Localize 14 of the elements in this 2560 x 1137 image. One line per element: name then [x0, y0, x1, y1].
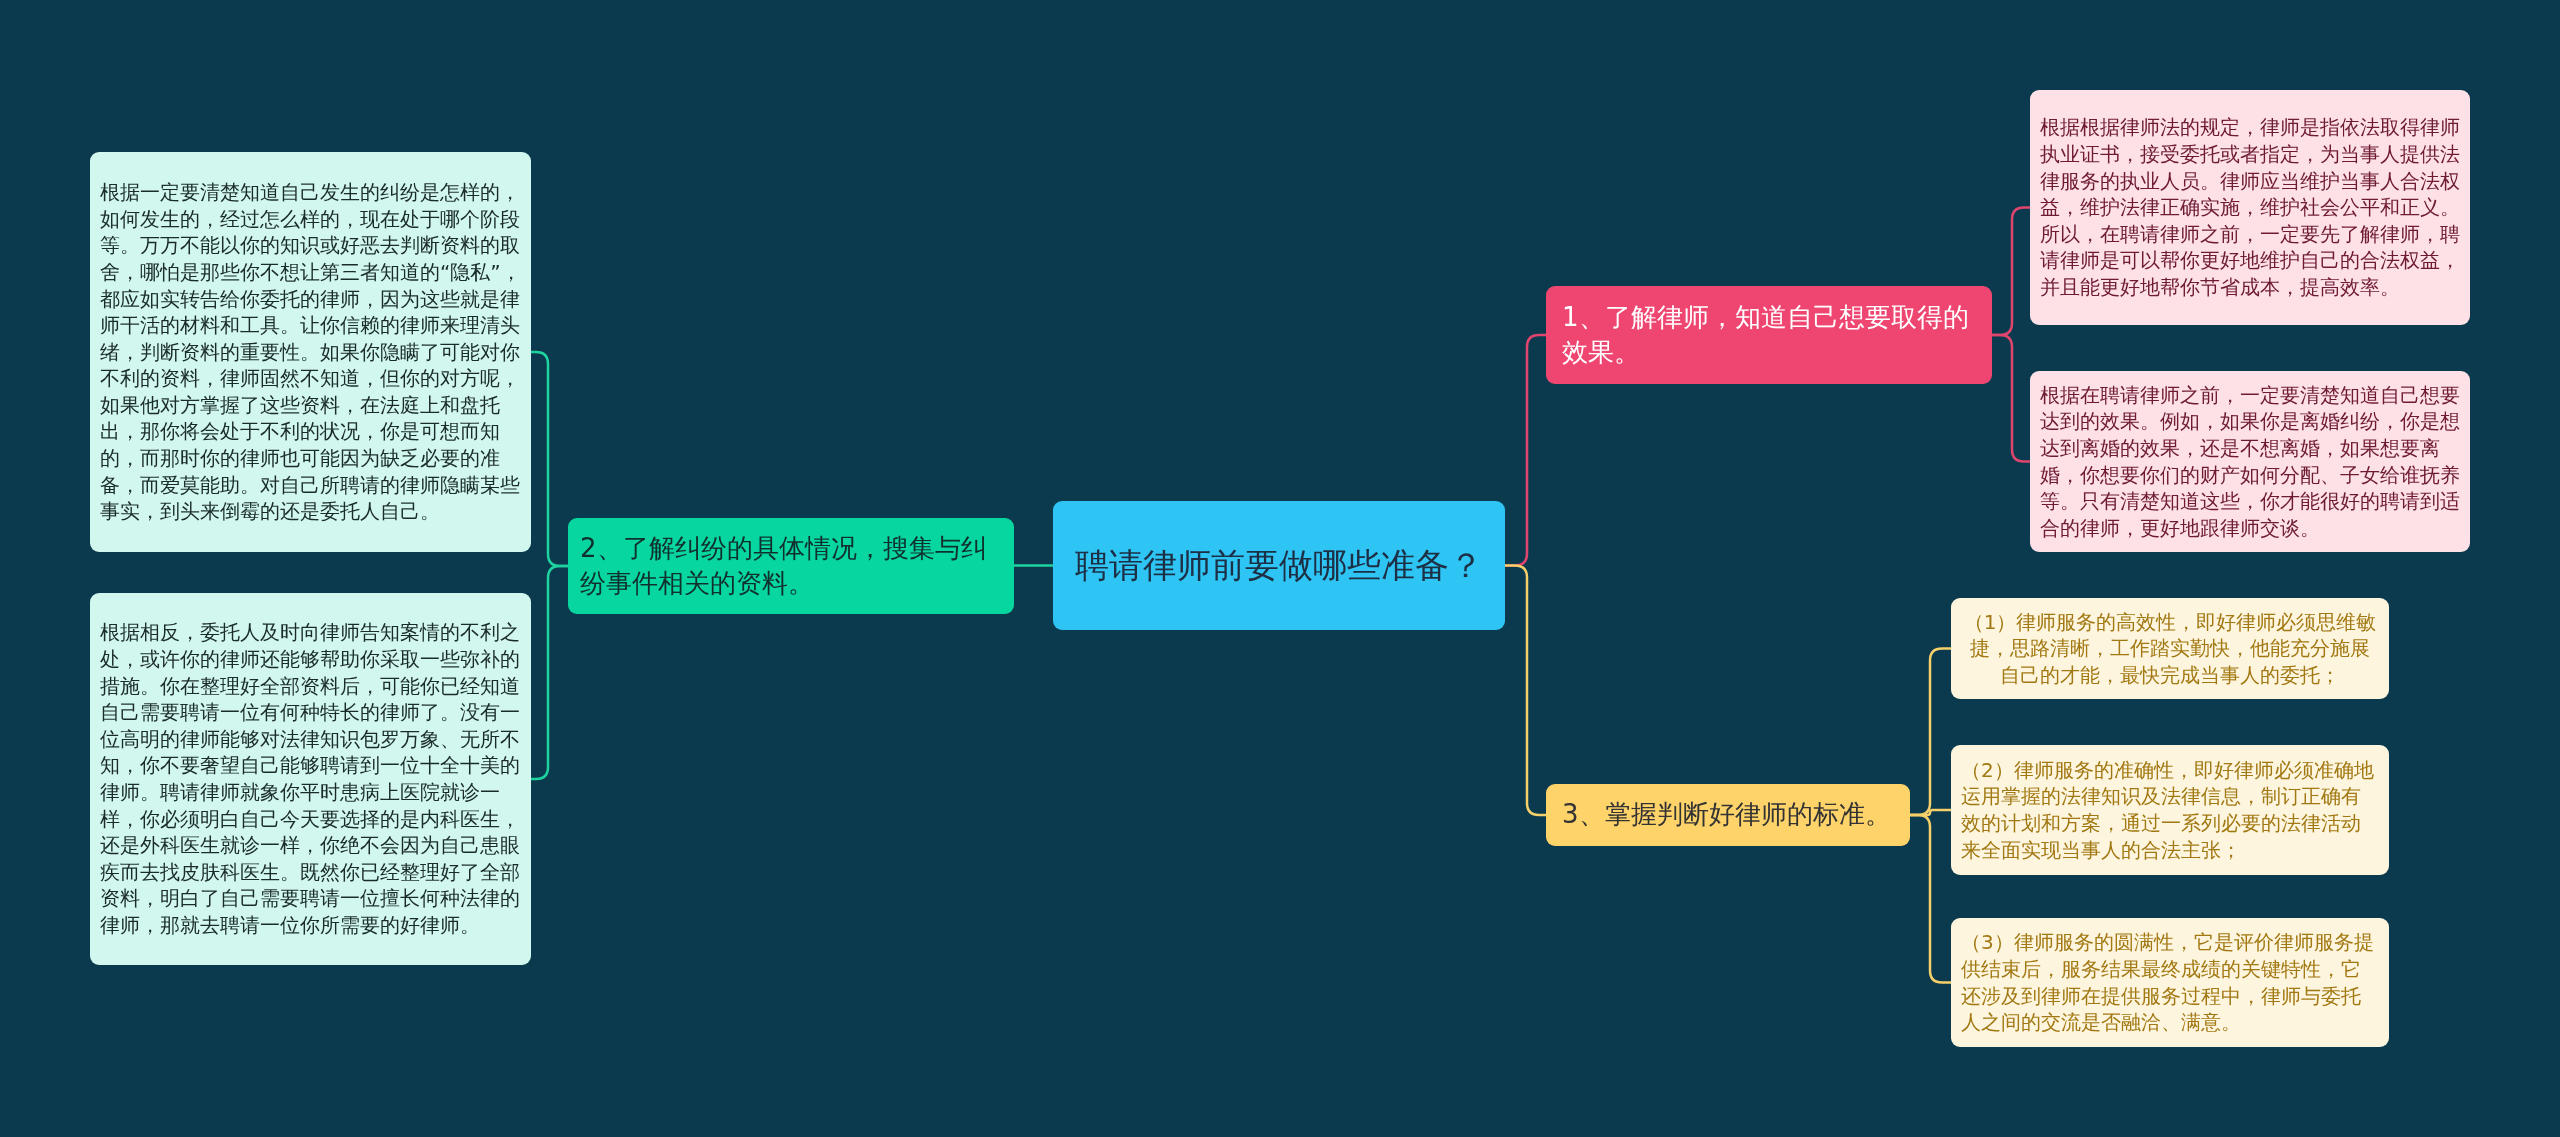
- note-box: 根据根据律师法的规定，律师是指依法取得律师执业证书，接受委托或者指定，为当事人提供法律服务的执业人员。律师应当维护当事人合法权益，维护法律正确实施，维护社会公平和正义。所以，在聘请律师之前，一定要先了解律师，聘请律师是可以帮你更好地维护自己的合法权益，并且能更好地帮你节省成本，提高效率。: [2030, 90, 2470, 325]
- note-box: 根据相反，委托人及时向律师告知案情的不利之处，或许你的律师还能够帮助你采取一些弥补的措施。你在整理好全部资料后，可能你已经知道自己需要聘请一位有何种特长的律师了。没有一位高明的律师能够对法律知识包罗万象、无所不知，你不要奢望自己能够聘请到一位十全十美的律师。聘请律师就象你平时患病上医院就诊一样，你必须明白自己今天要选择的是内科医生，还是外科医生就诊一样，你绝不会因为自己患眼疾而去找皮肤科医生。既然你已经整理好了全部资料，明白了自己需要聘请一位擅长何种法律的律师，那就去聘请一位你所需要的好律师。: [90, 593, 531, 965]
- note-box: 根据一定要清楚知道自己发生的纠纷是怎样的，如何发生的，经过怎么样的，现在处于哪个阶段等。万万不能以你的知识或好恶去判断资料的取舍，哪怕是那些你不想让第三者知道的“隐私”，都应如实转告给你委托的律师，因为这些就是律师干活的材料和工具。让你信赖的律师来理清头绪，判断资料的重要性。如果你隐瞒了可能对你不利的资料，律师固然不知道，但你的对方呢，如果他对方掌握了这些资料，在法庭上和盘托出，那你将会处于不利的状况，你是可想而知的，而那时你的律师也可能因为缺乏必要的准备，而爱莫能助。对自己所聘请的律师隐瞒某些事实，到头来倒霉的还是委托人自己。: [90, 152, 531, 552]
- note-box: （2）律师服务的准确性，即好律师必须准确地运用掌握的法律知识及法律信息，制订正确有效的计划和方案，通过一系列必要的法律活动来全面实现当事人的合法主张；: [1951, 745, 2389, 875]
- connector: [1014, 564, 1053, 567]
- note-box: （3）律师服务的圆满性，它是评价律师服务提供结束后，服务结果最终成绩的关键特性，它还涉及到律师在提供服务过程中，律师与委托人之间的交流是否融洽、满意。: [1951, 918, 2389, 1047]
- branch-box: 1、了解律师，知道自己想要取得的效果。: [1546, 286, 1992, 384]
- note-box: （1）律师服务的高效性，即好律师必须思维敏捷，思路清晰，工作踏实勤快，他能充分施展自己的才能，最快完成当事人的委托；: [1951, 598, 2389, 699]
- topic-box: 聘请律师前要做哪些准备？: [1053, 501, 1505, 630]
- note-box: 根据在聘请律师之前，一定要清楚知道自己想要达到的效果。例如，如果你是离婚纠纷，你是想达到离婚的效果，还是不想离婚，如果想要离婚，你想要你们的财产如何分配、子女给谁抚养等。只有清楚知道这些，你才能很好的聘请到适合的律师，更好地跟律师交谈。: [2030, 371, 2470, 552]
- branch-box: 3、掌握判断好律师的标准。: [1546, 784, 1910, 846]
- branch-box: 2、了解纠纷的具体情况，搜集与纠纷事件相关的资料。: [568, 518, 1014, 614]
- connector: [1505, 564, 1546, 817]
- connector: [1910, 813, 1951, 984]
